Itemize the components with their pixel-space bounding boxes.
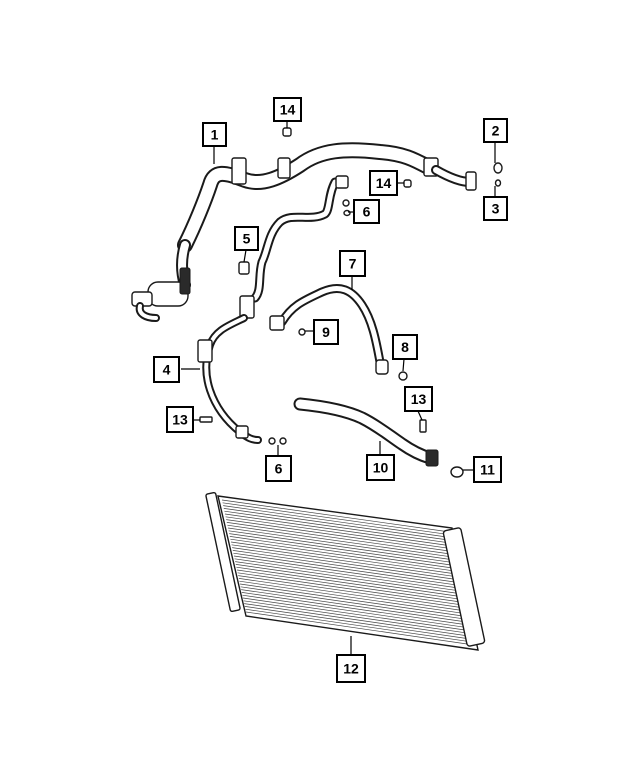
callout-6-upper-label: 6 xyxy=(363,204,371,220)
callout-9-label: 9 xyxy=(322,324,330,340)
condenser-fin xyxy=(242,594,471,629)
condenser-fin xyxy=(232,547,461,581)
callout-3: 3 xyxy=(483,196,508,221)
callout-5-label: 5 xyxy=(243,231,251,247)
callout-7: 7 xyxy=(339,250,366,277)
condenser-fin xyxy=(235,564,464,598)
callout-7-label: 7 xyxy=(349,256,357,272)
condenser-fin xyxy=(223,508,452,541)
condenser-fin xyxy=(242,597,472,632)
callout-10-label: 10 xyxy=(373,460,389,476)
condenser-fin xyxy=(235,561,464,595)
callout-13-left: 13 xyxy=(166,406,194,433)
condenser-fin xyxy=(233,555,463,589)
callout-13-right: 13 xyxy=(404,386,433,412)
callout-8: 8 xyxy=(392,334,418,360)
hose-part-7 xyxy=(269,284,389,375)
condenser-fin xyxy=(236,569,466,603)
callout-2-label: 2 xyxy=(492,123,500,139)
condenser-fin xyxy=(230,538,459,572)
callout-9: 9 xyxy=(313,319,339,345)
condenser-fin xyxy=(229,533,458,567)
condenser-fin xyxy=(241,592,470,626)
callout-6-upper: 6 xyxy=(353,199,380,224)
callout-11: 11 xyxy=(473,456,502,483)
condenser-fin xyxy=(226,522,455,555)
condenser-fin xyxy=(223,505,452,538)
condenser-fin xyxy=(238,575,467,609)
condenser-fin xyxy=(229,536,458,570)
suction-hose-part-1 xyxy=(131,142,477,322)
condenser-fin xyxy=(226,519,455,553)
callout-5: 5 xyxy=(234,226,259,251)
condenser-fin xyxy=(224,510,453,544)
small-parts xyxy=(199,127,503,478)
condenser-fin xyxy=(225,516,454,550)
callout-10: 10 xyxy=(366,454,395,481)
condenser-fin xyxy=(236,566,465,601)
callout-14-top: 14 xyxy=(273,97,302,122)
callout-8-label: 8 xyxy=(401,339,409,355)
condenser-fin xyxy=(221,499,451,533)
callout-6-lower-label: 6 xyxy=(275,461,283,477)
callout-14-right: 14 xyxy=(369,170,398,196)
condenser-fin xyxy=(233,552,462,587)
liquid-line-part-4 xyxy=(197,314,262,444)
condenser-fin xyxy=(234,558,463,592)
callout-4: 4 xyxy=(153,356,180,383)
condenser-fin xyxy=(228,530,457,564)
callout-11-label: 11 xyxy=(480,462,495,478)
callout-4-label: 4 xyxy=(163,362,171,378)
condenser-fin xyxy=(245,611,475,646)
condenser-fin xyxy=(232,550,461,584)
condenser-fin xyxy=(231,544,460,578)
callout-13-right-label: 13 xyxy=(411,391,427,407)
callout-1: 1 xyxy=(202,122,227,147)
callout-3-label: 3 xyxy=(492,201,500,217)
condenser-fin xyxy=(244,603,473,637)
condenser-part-12 xyxy=(205,491,486,651)
condenser-fin xyxy=(224,513,454,547)
condenser-fin xyxy=(222,502,451,536)
callout-14-right-label: 14 xyxy=(376,175,392,191)
leader-lines xyxy=(181,121,496,655)
condenser-fin xyxy=(240,586,469,620)
callout-1-label: 1 xyxy=(211,127,219,143)
condenser-fin xyxy=(245,608,474,643)
condenser-fin xyxy=(243,600,472,635)
callout-14-top-label: 14 xyxy=(280,102,296,118)
condenser-fin xyxy=(238,578,467,612)
condenser-fin xyxy=(230,541,460,575)
condenser-fin xyxy=(239,580,468,615)
liquid-line-upper xyxy=(239,175,349,319)
callout-12: 12 xyxy=(336,654,366,683)
callout-6-lower: 6 xyxy=(265,455,292,482)
condenser-fin xyxy=(237,572,466,606)
condenser-fin xyxy=(244,606,473,640)
condenser-fin xyxy=(227,524,456,558)
callout-12-label: 12 xyxy=(343,661,359,677)
callout-13-left-label: 13 xyxy=(172,412,188,428)
condenser-fin xyxy=(241,589,470,623)
condenser-fin xyxy=(227,527,457,561)
hose-part-10 xyxy=(293,397,439,467)
condenser-fin xyxy=(239,583,469,618)
callout-2: 2 xyxy=(483,118,508,143)
